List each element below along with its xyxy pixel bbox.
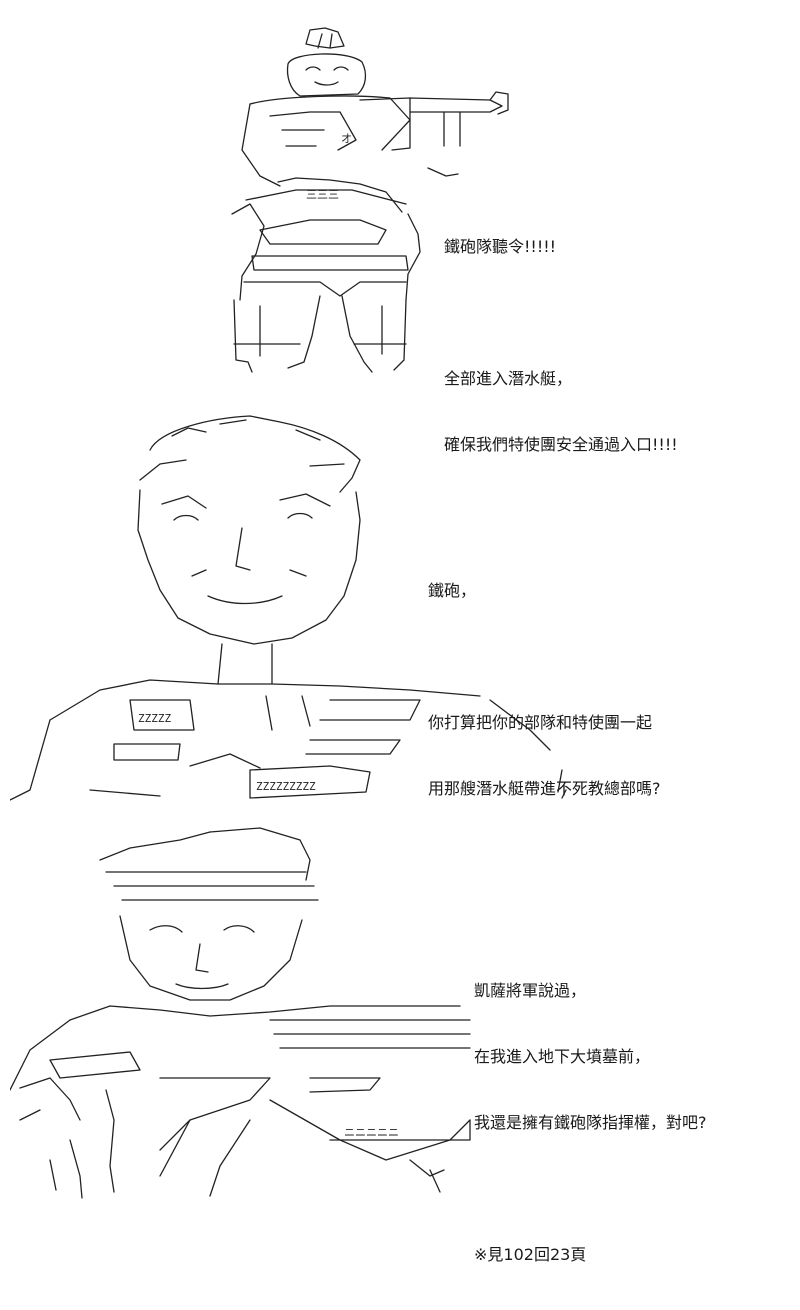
panel2-line-4: 用那艘潛水艇帶進不死教總部嗎? <box>428 779 661 798</box>
panel-3: ニニニニニ 凱薩將軍說過， 在我進入地下大墳墓前， 我還是擁有鐵砲隊指揮權，對吧… <box>0 820 800 1264</box>
panel-2: ZZZZZ ZZZZZZZZZ 鐵砲， 你打算把你的部隊和特使團一起 用那艘潛水… <box>0 400 800 820</box>
panel2-shirt-label: ZZZZZ <box>138 712 171 725</box>
panel3-arm-label: ニニニニニ <box>344 1126 399 1139</box>
panel2-line-3: 你打算把你的部隊和特使團一起 <box>428 713 653 732</box>
panel2-line-2 <box>428 646 661 668</box>
panel-1: オ 三三三 鐵砲隊聽令!!!!! 全部進入潛水艇， 確保我們特使團安全通過入口!… <box>0 0 800 454</box>
panel1-belt-label: 三三三 <box>306 188 339 201</box>
panel2-sleeve-label: ZZZZZZZZZ <box>256 780 316 793</box>
panel2-ascii-figure: ZZZZZ ZZZZZZZZZ <box>10 415 567 801</box>
panel1-badge-label: オ <box>341 132 352 145</box>
panel3-line-1: 凱薩將軍說過， <box>474 981 587 1000</box>
panel1-dialogue: 鐵砲隊聽令!!!!! 全部進入潛水艇， 確保我們特使團安全通過入口!!!! <box>444 192 678 500</box>
panel3-line-3: 我還是擁有鐵砲隊指揮權，對吧? <box>474 1113 707 1132</box>
panel3-line-2: 在我進入地下大墳墓前， <box>474 1047 651 1066</box>
panel1-ascii-figure: オ 三三三 <box>231 27 509 373</box>
panel1-line-4: 確保我們特使團安全通過入口!!!! <box>444 435 678 454</box>
panel1-line-3: 全部進入潛水艇， <box>444 369 573 388</box>
panel1-line-2 <box>444 302 678 324</box>
panel2-dialogue: 鐵砲， 你打算把你的部隊和特使團一起 用那艘潛水艇帶進不死教總部嗎? <box>428 536 661 844</box>
panel3-line-4 <box>474 1178 707 1200</box>
panel3-ascii-figure: ニニニニニ <box>10 827 471 1199</box>
panel3-dialogue: 凱薩將軍說過， 在我進入地下大墳墓前， 我還是擁有鐵砲隊指揮權，對吧? ※見10… <box>474 936 707 1310</box>
panel3-footnote: ※見102回23頁 <box>474 1245 587 1264</box>
panel2-line-1: 鐵砲， <box>428 581 477 600</box>
panel1-line-1: 鐵砲隊聽令!!!!! <box>444 237 557 256</box>
